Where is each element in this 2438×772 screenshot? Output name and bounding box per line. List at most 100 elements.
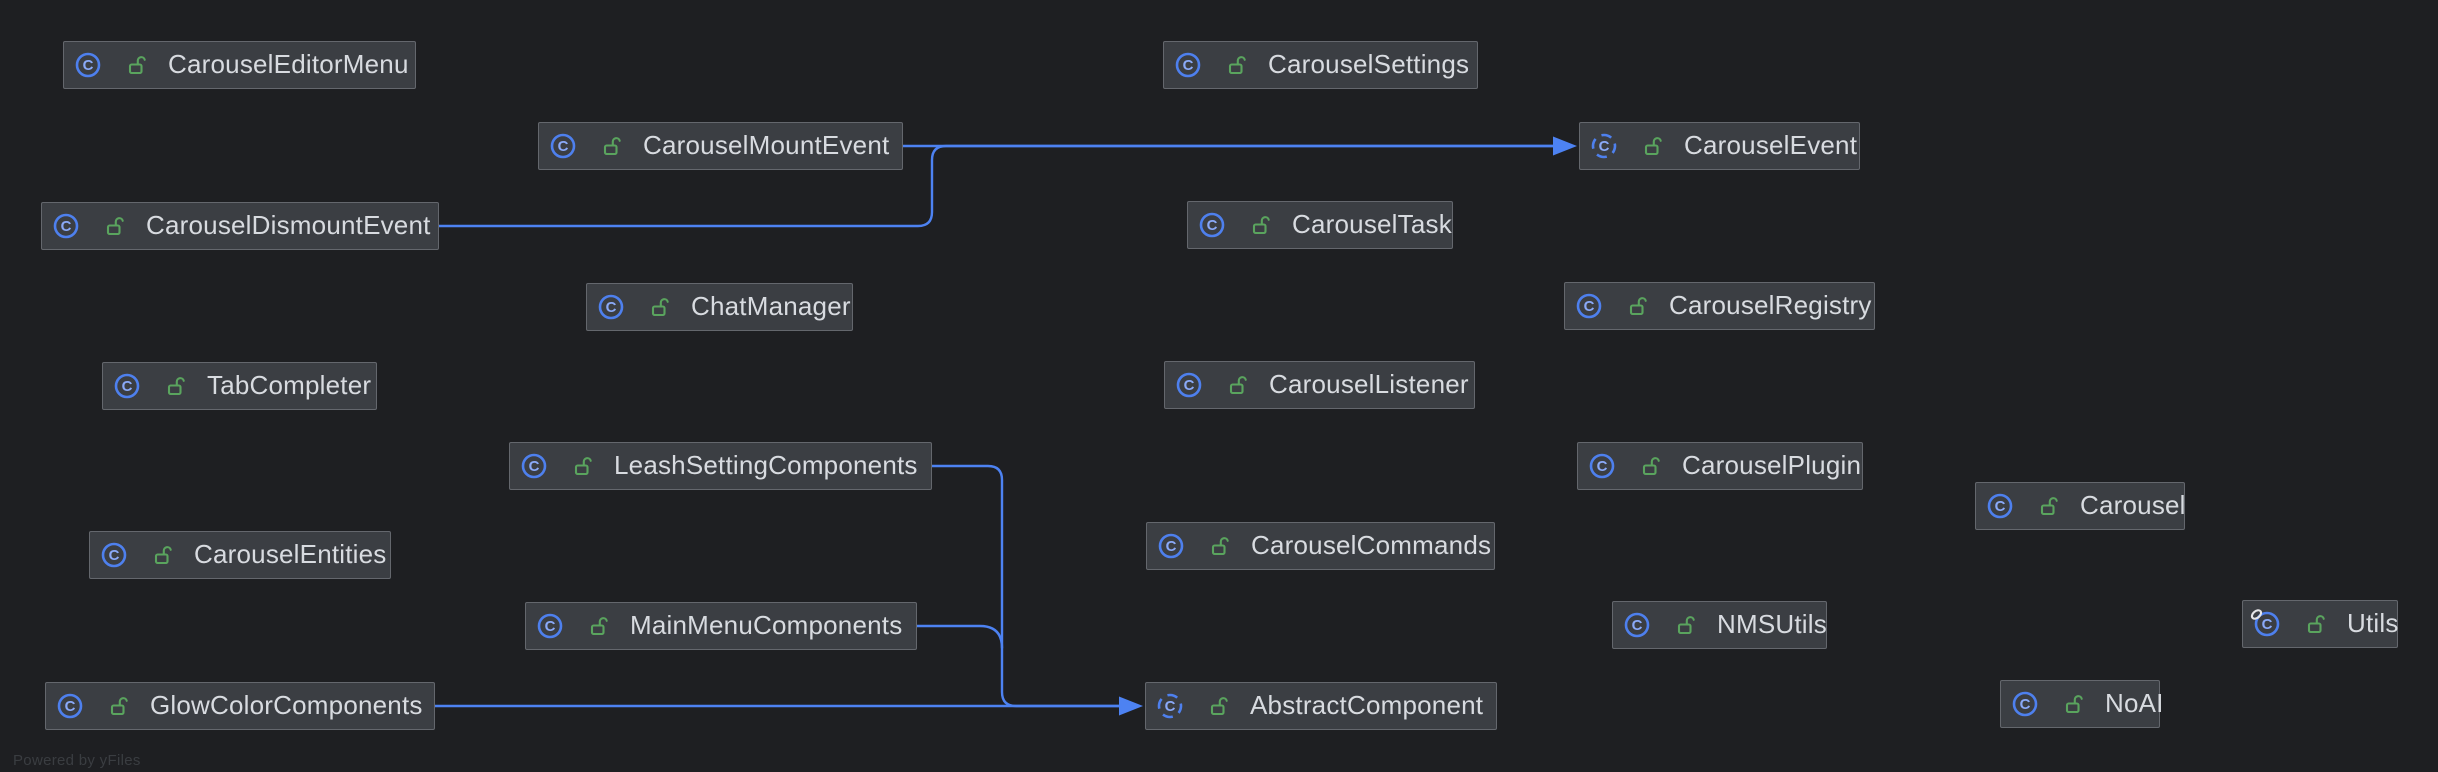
class-icon: C (57, 693, 83, 719)
class-node-GlowColorComponents[interactable]: C GlowColorComponents (45, 682, 435, 730)
class-name-label: CarouselSettings (1268, 49, 1470, 79)
class-node-TabCompleter[interactable]: C TabCompleter (102, 362, 377, 410)
unlocked-icon (2026, 495, 2061, 517)
class-name-label: CarouselDismountEvent (146, 210, 431, 240)
svg-text:C: C (122, 378, 133, 395)
class-name-label: NMSUtils (1717, 609, 1827, 639)
class-icon: C (537, 613, 563, 639)
class-node-CarouselEditorMenu[interactable]: C CarouselEditorMenu (63, 41, 416, 89)
unlocked-icon (1663, 614, 1698, 636)
class-node-CarouselPlugin[interactable]: C CarouselPlugin (1577, 442, 1863, 490)
class-name-label: TabCompleter (207, 370, 372, 400)
svg-text:C: C (529, 458, 540, 475)
edge-LeashSettingComponents-to-AbstractComponent[interactable] (930, 464, 1123, 708)
class-node-AbstractComponent[interactable]: C AbstractComponent (1145, 682, 1497, 730)
class-node-Carousel[interactable]: C Carousel (1975, 482, 2185, 530)
class-name-label: MainMenuComponents (630, 610, 903, 640)
unlocked-icon (1214, 54, 1249, 76)
svg-text:C: C (1597, 458, 1608, 475)
class-icon: C (521, 453, 547, 479)
class-node-CarouselCommands[interactable]: C CarouselCommands (1146, 522, 1495, 570)
class-name-label: CarouselListener (1269, 369, 1469, 399)
unlocked-icon (92, 215, 127, 237)
class-icon: C (1576, 293, 1602, 319)
edge-CarouselDismountEvent-to-CarouselEvent[interactable] (437, 144, 1557, 228)
svg-text:C: C (1165, 698, 1176, 715)
class-icon: C (1158, 533, 1184, 559)
svg-text:C: C (545, 618, 556, 635)
svg-text:C: C (1207, 217, 1218, 234)
svg-text:C: C (109, 547, 120, 564)
arrowhead-AbstractComponent (1119, 696, 1143, 716)
unlocked-icon (1238, 214, 1273, 236)
svg-text:C: C (1632, 617, 1643, 634)
svg-text:C: C (1599, 138, 1610, 155)
abstract-class-icon: C (1591, 133, 1617, 159)
edge-MainMenuComponents-to-AbstractComponent[interactable] (915, 624, 1004, 650)
class-name-label: NoAI (2105, 688, 2164, 718)
svg-text:C: C (2262, 616, 2273, 633)
class-icon: C (101, 542, 127, 568)
unlocked-icon (140, 544, 175, 566)
class-icon: C (1175, 52, 1201, 78)
svg-text:C: C (83, 57, 94, 74)
svg-text:C: C (65, 698, 76, 715)
unlocked-icon (153, 375, 188, 397)
unlocked-icon (637, 296, 672, 318)
class-name-label: Carousel (2080, 490, 2186, 520)
unlocked-icon (1197, 535, 1232, 557)
class-icon: C (1624, 612, 1650, 638)
unlocked-icon (1196, 695, 1231, 717)
unlocked-icon (560, 455, 595, 477)
class-icon: C (2012, 691, 2038, 717)
unlocked-icon (1615, 295, 1650, 317)
class-name-label: AbstractComponent (1250, 690, 1484, 720)
svg-text:C: C (61, 218, 72, 235)
unlocked-icon (2293, 613, 2328, 635)
class-name-label: CarouselRegistry (1669, 290, 1872, 320)
svg-text:C: C (1995, 498, 2006, 515)
unlocked-icon (589, 135, 624, 157)
class-name-label: CarouselMountEvent (643, 130, 890, 160)
class-node-CarouselDismountEvent[interactable]: C CarouselDismountEvent (41, 202, 439, 250)
class-icon: C (550, 133, 576, 159)
class-node-CarouselMountEvent[interactable]: C CarouselMountEvent (538, 122, 903, 170)
unlocked-icon (1628, 455, 1663, 477)
class-name-label: GlowColorComponents (150, 690, 423, 720)
class-icon: C (1589, 453, 1615, 479)
svg-text:C: C (1183, 57, 1194, 74)
class-icon: C (598, 294, 624, 320)
svg-text:C: C (2020, 696, 2031, 713)
class-node-CarouselRegistry[interactable]: C CarouselRegistry (1564, 282, 1875, 330)
unlocked-icon (1215, 374, 1250, 396)
unlocked-icon (96, 695, 131, 717)
class-node-CarouselTask[interactable]: C CarouselTask (1187, 201, 1453, 249)
class-name-label: CarouselTask (1292, 209, 1452, 239)
unlocked-icon (114, 54, 149, 76)
class-name-label: CarouselPlugin (1682, 450, 1862, 480)
svg-text:C: C (1584, 298, 1595, 315)
class-node-CarouselEntities[interactable]: C CarouselEntities (89, 531, 391, 579)
class-name-label: CarouselEntities (194, 539, 387, 569)
abstract-class-icon: C (1157, 693, 1183, 719)
svg-text:C: C (1166, 538, 1177, 555)
class-icon: C (53, 213, 79, 239)
svg-text:C: C (558, 138, 569, 155)
class-node-NoAI[interactable]: C NoAI (2000, 680, 2163, 728)
class-icon: C (75, 52, 101, 78)
class-node-MainMenuComponents[interactable]: C MainMenuComponents (525, 602, 917, 650)
class-node-NMSUtils[interactable]: C NMSUtils (1612, 601, 1827, 649)
class-node-CarouselSettings[interactable]: C CarouselSettings (1163, 41, 1478, 89)
class-icon: C (114, 373, 140, 399)
final-class-icon: C (2250, 609, 2280, 637)
unlocked-icon (576, 615, 611, 637)
class-name-label: CarouselCommands (1251, 530, 1492, 560)
class-name-label: CarouselEditorMenu (168, 49, 409, 79)
